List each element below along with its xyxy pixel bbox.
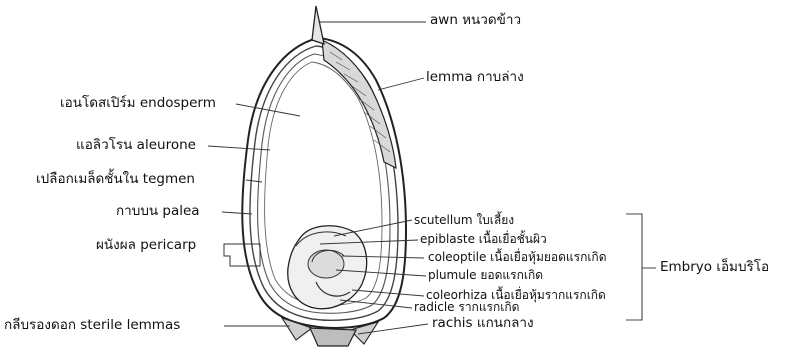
label-coleoptile: coleoptile เนื้อเยื่อหุ้มยอดแรกเกิด bbox=[428, 251, 607, 263]
label-endosperm: เอนโดสเปิร์ม endosperm bbox=[60, 97, 216, 111]
label-tegmen: เปลือกเมล็ดชั้นใน tegmen bbox=[36, 173, 195, 187]
plumule-body bbox=[308, 250, 344, 278]
rachis-base bbox=[310, 328, 356, 346]
sterile-lemma-left bbox=[282, 318, 312, 340]
label-sterile-lemmas: กลีบรองดอก sterile lemmas bbox=[4, 319, 180, 333]
awn bbox=[312, 6, 324, 44]
label-palea: กาบบน palea bbox=[116, 205, 200, 219]
label-plumule: plumule ยอดแรกเกิด bbox=[428, 269, 543, 281]
label-epiblaste: epiblaste เนื้อเยื่อชั้นผิว bbox=[420, 233, 547, 245]
label-scutellum: scutellum ใบเลี้ยง bbox=[414, 214, 514, 226]
label-pericarp: ผนังผล pericarp bbox=[96, 239, 196, 253]
label-rachis: rachis แกนกลาง bbox=[432, 317, 534, 331]
embryo-bracket bbox=[626, 214, 656, 320]
lemma-wedge bbox=[322, 40, 396, 168]
label-awn: awn หนวดข้าว bbox=[430, 14, 521, 28]
label-lemma: lemma กาบล่าง bbox=[426, 71, 524, 85]
label-radicle: radicle รากแรกเกิด bbox=[414, 301, 519, 313]
label-aleurone: แอลิวโรน aleurone bbox=[76, 139, 196, 153]
label-embryo: Embryo เอ็มบริโอ bbox=[660, 261, 769, 275]
